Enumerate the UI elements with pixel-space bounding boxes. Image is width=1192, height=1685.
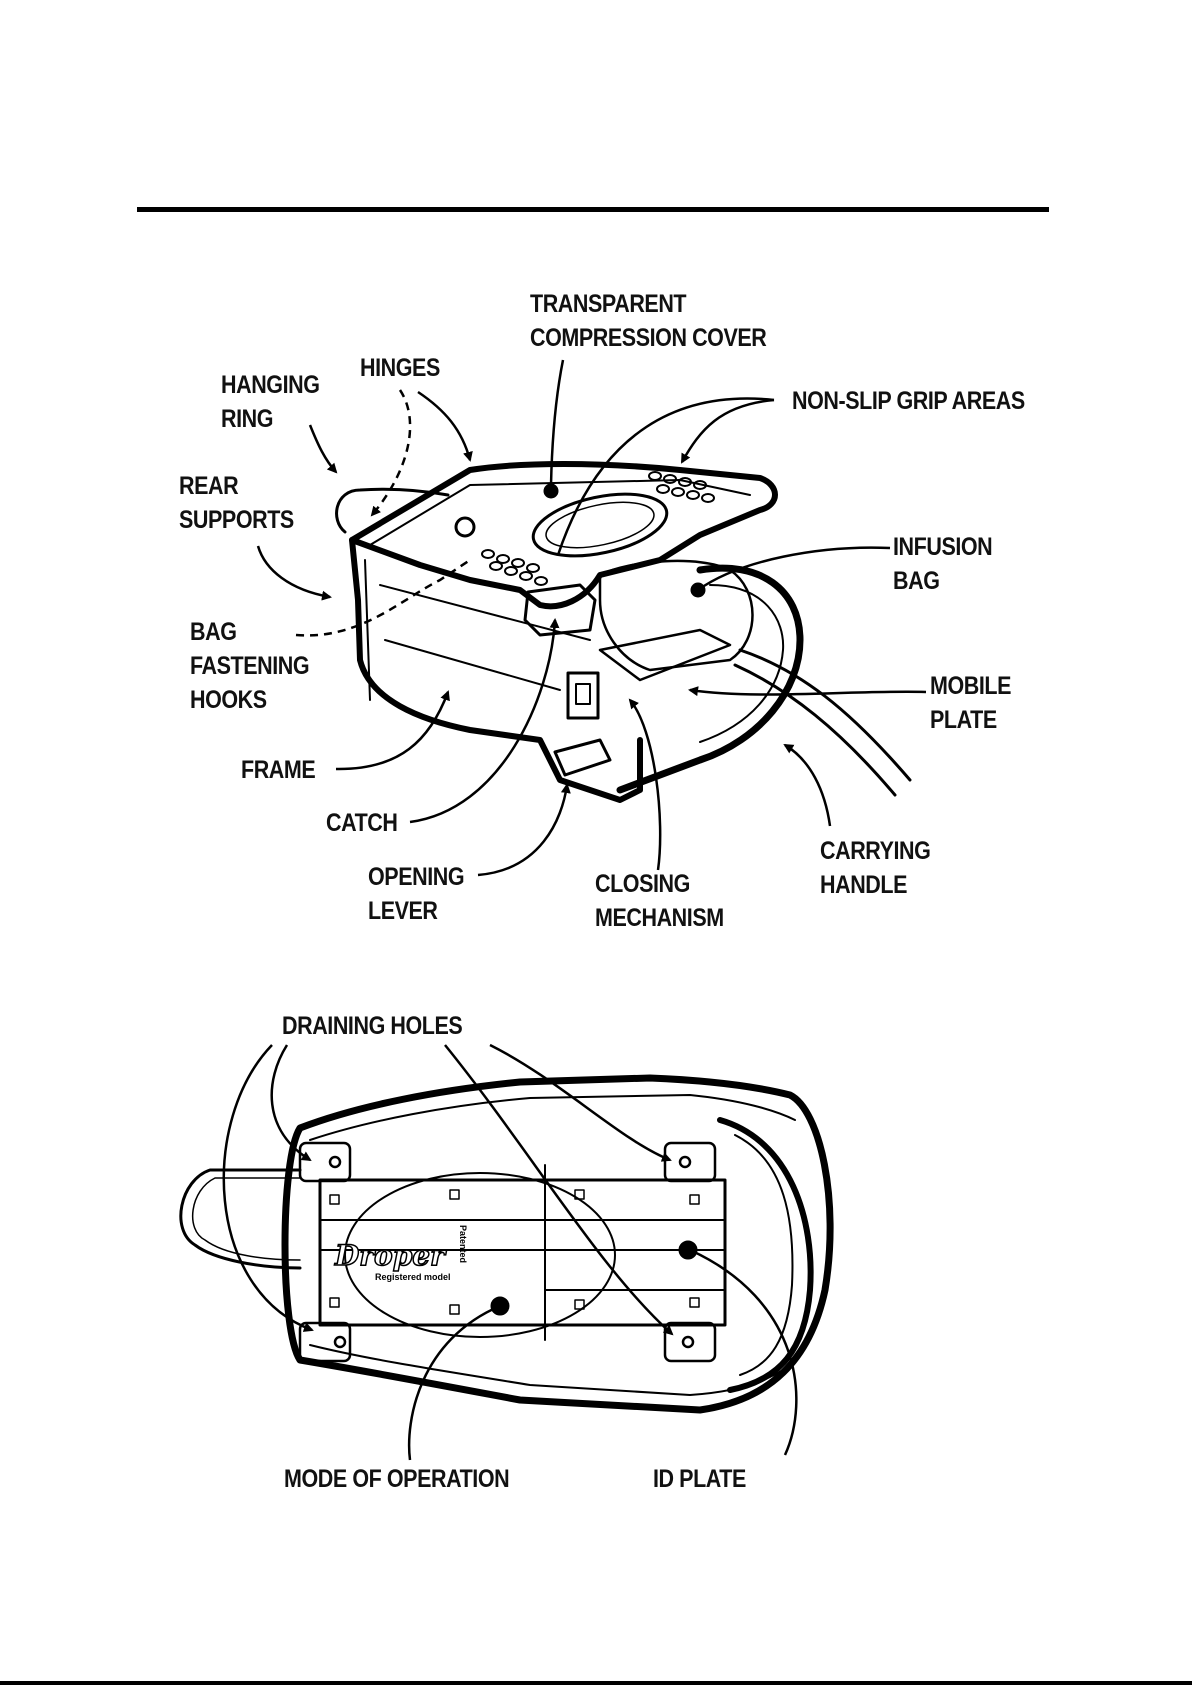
closing-mechanism-shape [568,673,598,718]
label-hinges: HINGES [360,351,440,385]
draining-hole-tl [300,1143,350,1181]
label-id-plate: ID PLATE [653,1462,746,1496]
label-draining-holes: DRAINING HOLES [282,1009,462,1043]
patented-marking: Patented [458,1225,468,1263]
grip-dots-left [482,550,547,585]
draining-hole-br [665,1323,715,1361]
infusion-bag-shape [600,561,753,670]
mobile-plate-shape [600,630,730,680]
footer-rule [0,1681,1192,1685]
brand-marking: Droper [334,1239,447,1272]
device-3d-view [337,464,910,800]
label-mode-of-operation: MODE OF OPERATION [284,1462,509,1496]
label-frame: FRAME [241,753,315,787]
label-catch: CATCH [326,806,398,840]
opening-lever-shape [555,740,610,775]
label-non-slip-grip-areas: NON-SLIP GRIP AREAS [792,384,1025,418]
registered-model-marking: Registered model [375,1272,451,1282]
carrying-handle-shape [620,568,800,790]
grip-dots-right [649,472,714,502]
draining-hole-tr [665,1143,715,1181]
